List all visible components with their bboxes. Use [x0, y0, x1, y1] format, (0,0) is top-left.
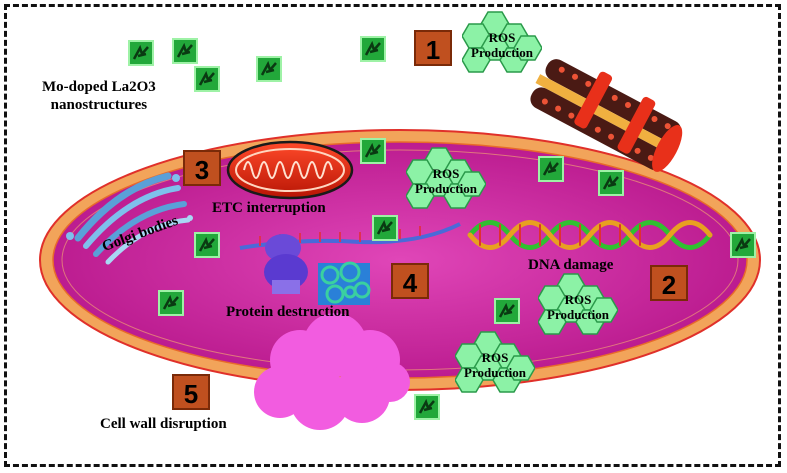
marker-2: 2	[650, 265, 688, 301]
nanoparticle-icon	[360, 138, 386, 164]
ribosome-icon	[264, 234, 308, 294]
nanoparticle-icon	[360, 36, 386, 62]
nanostructures-label: Mo-doped La2O3 nanostructures	[42, 79, 156, 113]
ros-label: ROS Production	[547, 292, 609, 322]
nanoparticle-icon	[372, 215, 398, 241]
ros-label: ROS Production	[471, 30, 533, 60]
ros-hexagon-icon	[406, 147, 486, 209]
nanoparticle-icon	[194, 232, 220, 258]
marker-5: 5	[172, 374, 210, 410]
ros-hexagon-icon	[538, 273, 618, 335]
golgi-icon	[66, 172, 193, 265]
cell-wall-icon	[530, 59, 683, 172]
etc-interruption-label: ETC interruption	[212, 200, 326, 216]
cell-wall-disruption-label: Cell wall disruption	[100, 416, 227, 432]
marker-4: 4	[391, 263, 429, 299]
ros-hexagon-icon	[462, 11, 542, 73]
nanoparticle-icon	[538, 156, 564, 182]
marker-3: 3	[183, 150, 221, 186]
nanoparticle-icon	[194, 66, 220, 92]
ros-production-4: ROS Production	[455, 330, 535, 400]
protein-destruction-label: Protein destruction	[226, 304, 350, 320]
nanoparticle-icon	[128, 40, 154, 66]
ros-production-1: ROS Production	[462, 10, 542, 80]
nanoparticle-icon	[598, 170, 624, 196]
nanoparticle-icon	[256, 56, 282, 82]
diagram-frame	[4, 4, 781, 467]
nanoparticle-icon	[730, 232, 756, 258]
membrane-rupture-icon	[254, 313, 410, 430]
nanoparticle-icon	[172, 38, 198, 64]
nanoparticle-icon	[494, 298, 520, 324]
dna-damage-label: DNA damage	[528, 257, 614, 273]
ros-hexagon-icon	[455, 331, 535, 393]
dna-helix-icon	[467, 220, 713, 250]
protein-icon	[318, 261, 371, 305]
ros-label: ROS Production	[464, 350, 526, 380]
mitochondrion-icon	[226, 140, 354, 200]
ros-label: ROS Production	[415, 166, 477, 196]
nanoparticle-icon	[158, 290, 184, 316]
ros-production-3: ROS Production	[538, 272, 618, 342]
ros-production-2: ROS Production	[406, 146, 486, 216]
nanoparticle-icon	[414, 394, 440, 420]
marker-1: 1	[414, 30, 452, 66]
